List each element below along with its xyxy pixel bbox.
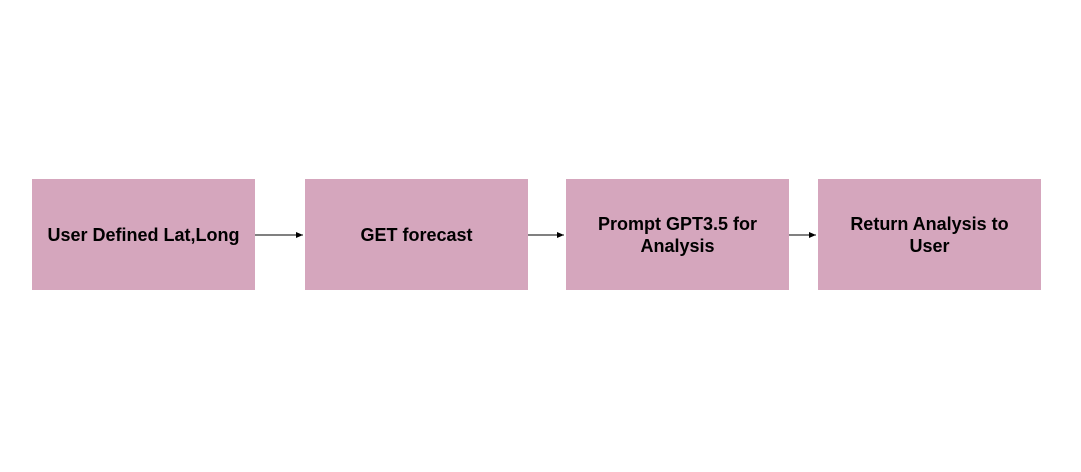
node-get-forecast: GET forecast [305,179,528,290]
node-label-prompt-gpt: Prompt GPT3.5 for Analysis [597,213,758,256]
node-label-user-defined-lat-long: User Defined Lat,Long [47,224,240,245]
node-label-get-forecast: GET forecast [360,224,473,245]
node-return-analysis: Return Analysis to User [818,179,1041,290]
node-user-defined-lat-long: User Defined Lat,Long [32,179,255,290]
node-prompt-gpt: Prompt GPT3.5 for Analysis [566,179,789,290]
node-label-return-analysis: Return Analysis to User [850,213,1009,256]
